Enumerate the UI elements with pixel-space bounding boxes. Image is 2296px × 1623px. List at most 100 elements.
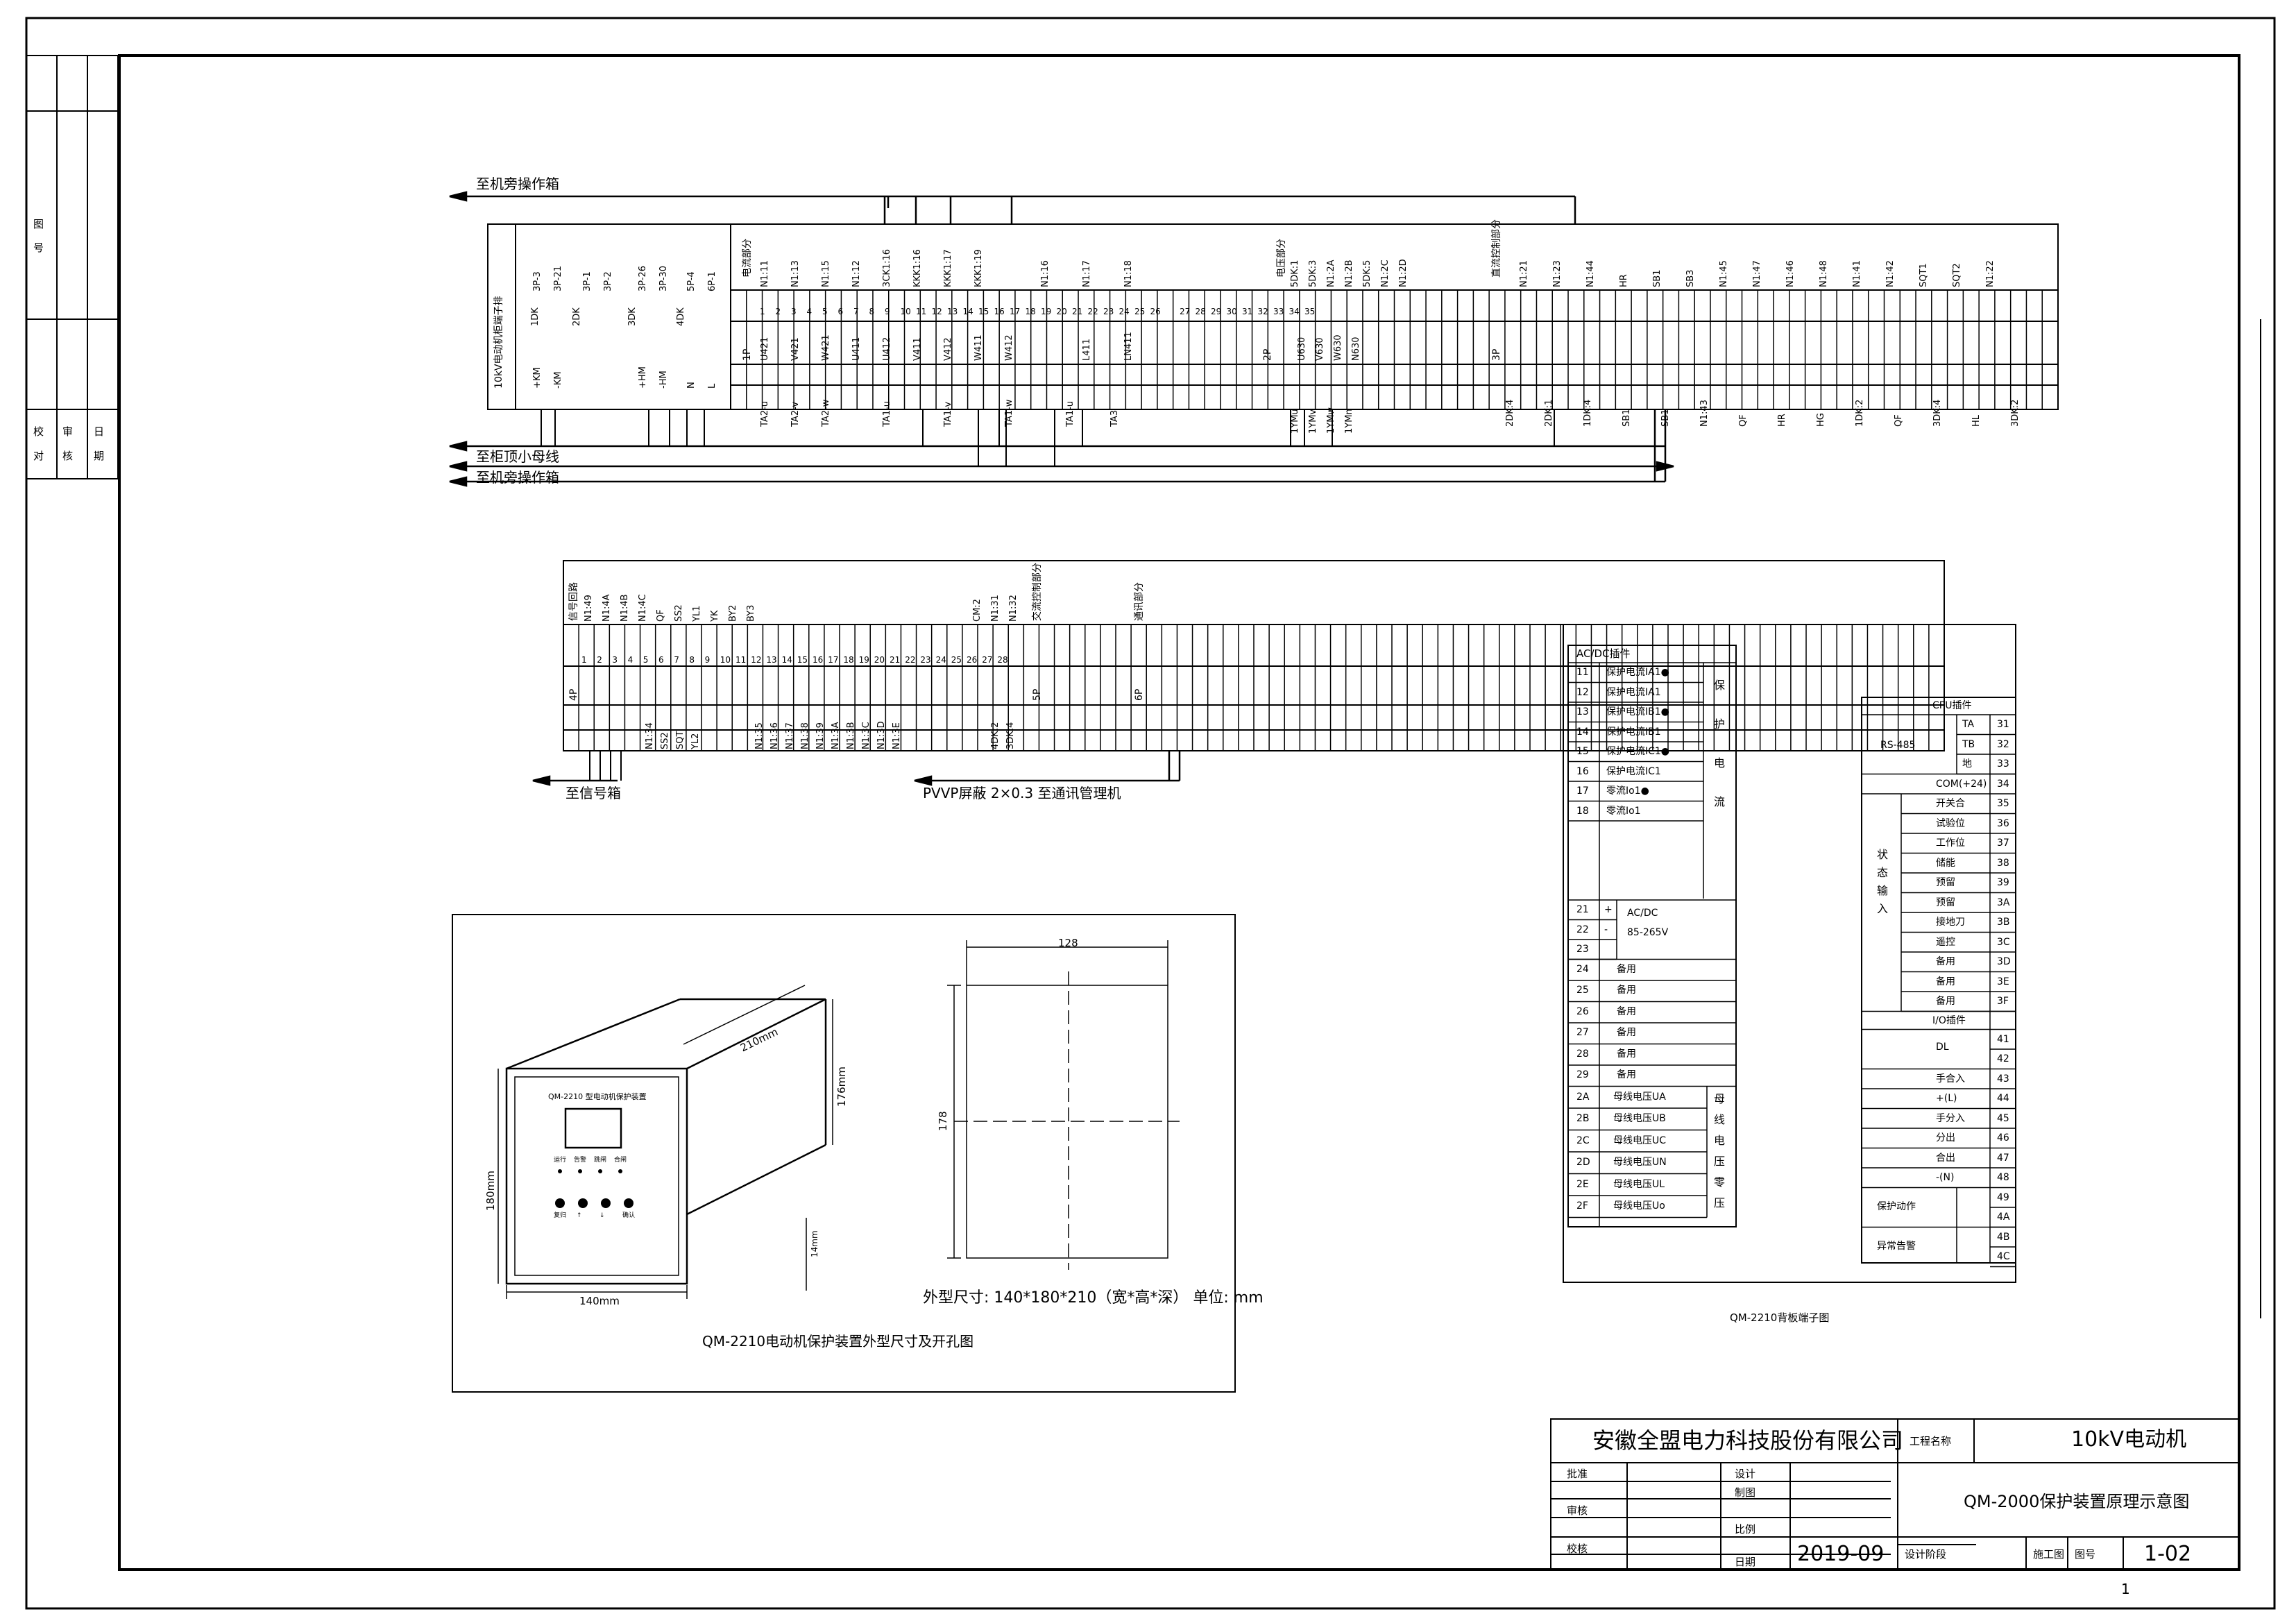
cpu-num: 33 [1997, 758, 2009, 770]
io-num: 44 [1997, 1093, 2009, 1104]
state-num: 3C [1997, 936, 2010, 948]
section-comm: 通讯部分 [1134, 582, 1145, 621]
spare-row-text: 备用 [1617, 1005, 1636, 1017]
terminal-top-label: 3CK1:16 [882, 248, 892, 287]
ta-label: TA1-v [943, 401, 953, 427]
signal-bottom-label: N1:37 [785, 722, 795, 749]
terminal-bottom-label: U411 [851, 337, 862, 361]
terminal-number: 18 [1025, 307, 1036, 316]
switch-terminal-label: 3P-30 [658, 265, 669, 291]
state-num: 3D [1997, 956, 2011, 967]
bus-row-text: 母线电压UN [1613, 1157, 1667, 1168]
margin-label: 号 [33, 241, 44, 254]
signal-number: 10 [720, 655, 731, 665]
spare-row-text: 备用 [1617, 963, 1636, 975]
terminal-top-label: N1:17 [1082, 260, 1092, 287]
label-to-comm-manager: PVVP屏蔽 2×0.3 至通讯管理机 [923, 785, 1121, 801]
terminal-top-label: N1:45 [1719, 260, 1729, 287]
signal-number: 14 [781, 655, 792, 665]
terminal-bottom-label: L411 [1082, 338, 1092, 361]
section-tag: 4P [568, 688, 579, 701]
state-num: 35 [1997, 798, 2009, 809]
signal-top-label: N1:32 [1008, 595, 1019, 622]
io-num: 48 [1997, 1172, 2009, 1183]
signal-top-label: QF [656, 609, 666, 622]
terminal-bottom-label: HL [1971, 414, 1982, 427]
io-key: +(L) [1936, 1093, 1957, 1104]
terminal-bottom-label: SB1 [1622, 409, 1632, 427]
signal-bottom-label: 4DK:2 [990, 722, 1001, 749]
terminal-number: 4 [806, 307, 813, 316]
signal-bottom-label: N1:3C [861, 722, 871, 749]
dim-side: 176mm [835, 1067, 848, 1107]
acdc-row-text: 保护电流IB1● [1606, 706, 1669, 717]
bus-group: 压 [1714, 1154, 1726, 1168]
power-text: 85-265V [1627, 927, 1669, 938]
terminal-top-label: N1:47 [1752, 260, 1762, 287]
label-to-operation-box-bottom: 至机旁操作箱 [476, 469, 559, 486]
terminal-bottom-label: N1:43 [1699, 400, 1710, 427]
acdc-row-num: 15 [1576, 746, 1589, 757]
terminal-top-label: SQT1 [1919, 263, 1929, 287]
signal-number: 17 [828, 655, 839, 665]
page-number: 1 [2121, 1581, 2130, 1597]
signal-number: 11 [735, 655, 747, 665]
terminal-top-label: N1:21 [1519, 260, 1529, 287]
terminal-bottom-label: U412 [882, 337, 892, 361]
acdc-row-num: 16 [1576, 765, 1589, 777]
state-num: 3E [1997, 976, 2009, 987]
switch-breaker-label: 4DK [676, 307, 686, 326]
spare-row-num: 29 [1576, 1069, 1589, 1080]
signal-bottom-label: YL2 [690, 733, 701, 749]
switch-terminal-label: 3P-26 [638, 265, 648, 291]
terminal-bottom-label: 2DK:4 [1505, 399, 1515, 427]
signal-number: 23 [920, 655, 931, 665]
terminal-number: 6 [837, 307, 844, 316]
terminal-number: 19 [1041, 307, 1052, 316]
ta-label: TA2-v [790, 401, 801, 427]
signal-number: 16 [813, 655, 824, 665]
section-tag: 1P [742, 348, 753, 361]
row-label-review: 审核 [1567, 1504, 1588, 1517]
ta-label: TA2-w [821, 399, 831, 427]
terminal-bottom-label: W630 [1333, 334, 1343, 361]
signal-number: 18 [843, 655, 854, 665]
io-num: 4A [1997, 1212, 2010, 1223]
io-key: 手合入 [1936, 1073, 1965, 1085]
signal-number: 1 [581, 655, 587, 665]
ta-label: TA1-u [1065, 400, 1075, 427]
cpu-title: CPU插件 [1932, 700, 1972, 711]
terminal-number: 14 [962, 307, 973, 316]
bus-row-text: 母线电压UB [1613, 1113, 1666, 1124]
io-title: I/O插件 [1932, 1014, 1966, 1026]
terminal-bottom-label: N630 [1351, 337, 1361, 361]
bus-group: 母 [1714, 1091, 1726, 1105]
cpu-key: 地 [1962, 758, 1972, 770]
state-key: 备用 [1936, 956, 1955, 967]
signal-number: 2 [597, 655, 602, 665]
bus-row-text: 母线电压UA [1613, 1091, 1666, 1103]
signal-number: 20 [874, 655, 885, 665]
signal-number: 19 [858, 655, 869, 665]
terminal-top-label: N1:16 [1040, 260, 1051, 287]
terminal-top-label: N1:11 [760, 260, 770, 287]
cpu-key: TA [1962, 719, 1975, 730]
terminal-number: 28 [1195, 307, 1206, 316]
terminal-bottom-label: W412 [1004, 334, 1014, 361]
power-row-num: 23 [1576, 944, 1589, 955]
spare-row-text: 备用 [1617, 1069, 1636, 1080]
back-caption: QM-2210背板端子图 [1730, 1311, 1830, 1324]
state-key: 开关合 [1936, 798, 1965, 809]
signal-number: 9 [704, 655, 711, 665]
date-value: 2019-09 [1797, 1542, 1885, 1566]
cpu-num: 34 [1997, 778, 2009, 790]
terminal-top-label: N1:46 [1785, 260, 1796, 287]
signal-bottom-label: N1:35 [754, 722, 765, 749]
label-to-operation-box-top: 至机旁操作箱 [476, 176, 559, 192]
left-block-title: 10kV电动机柜端子排 [493, 296, 504, 389]
acdc-row-text: 保护电流IA1 [1606, 686, 1661, 698]
margin-label: 对 [33, 450, 44, 462]
terminal-number: 32 [1257, 307, 1268, 316]
switch-bottom-label: -KM [553, 371, 563, 389]
acdc-group: 电 [1714, 756, 1726, 770]
